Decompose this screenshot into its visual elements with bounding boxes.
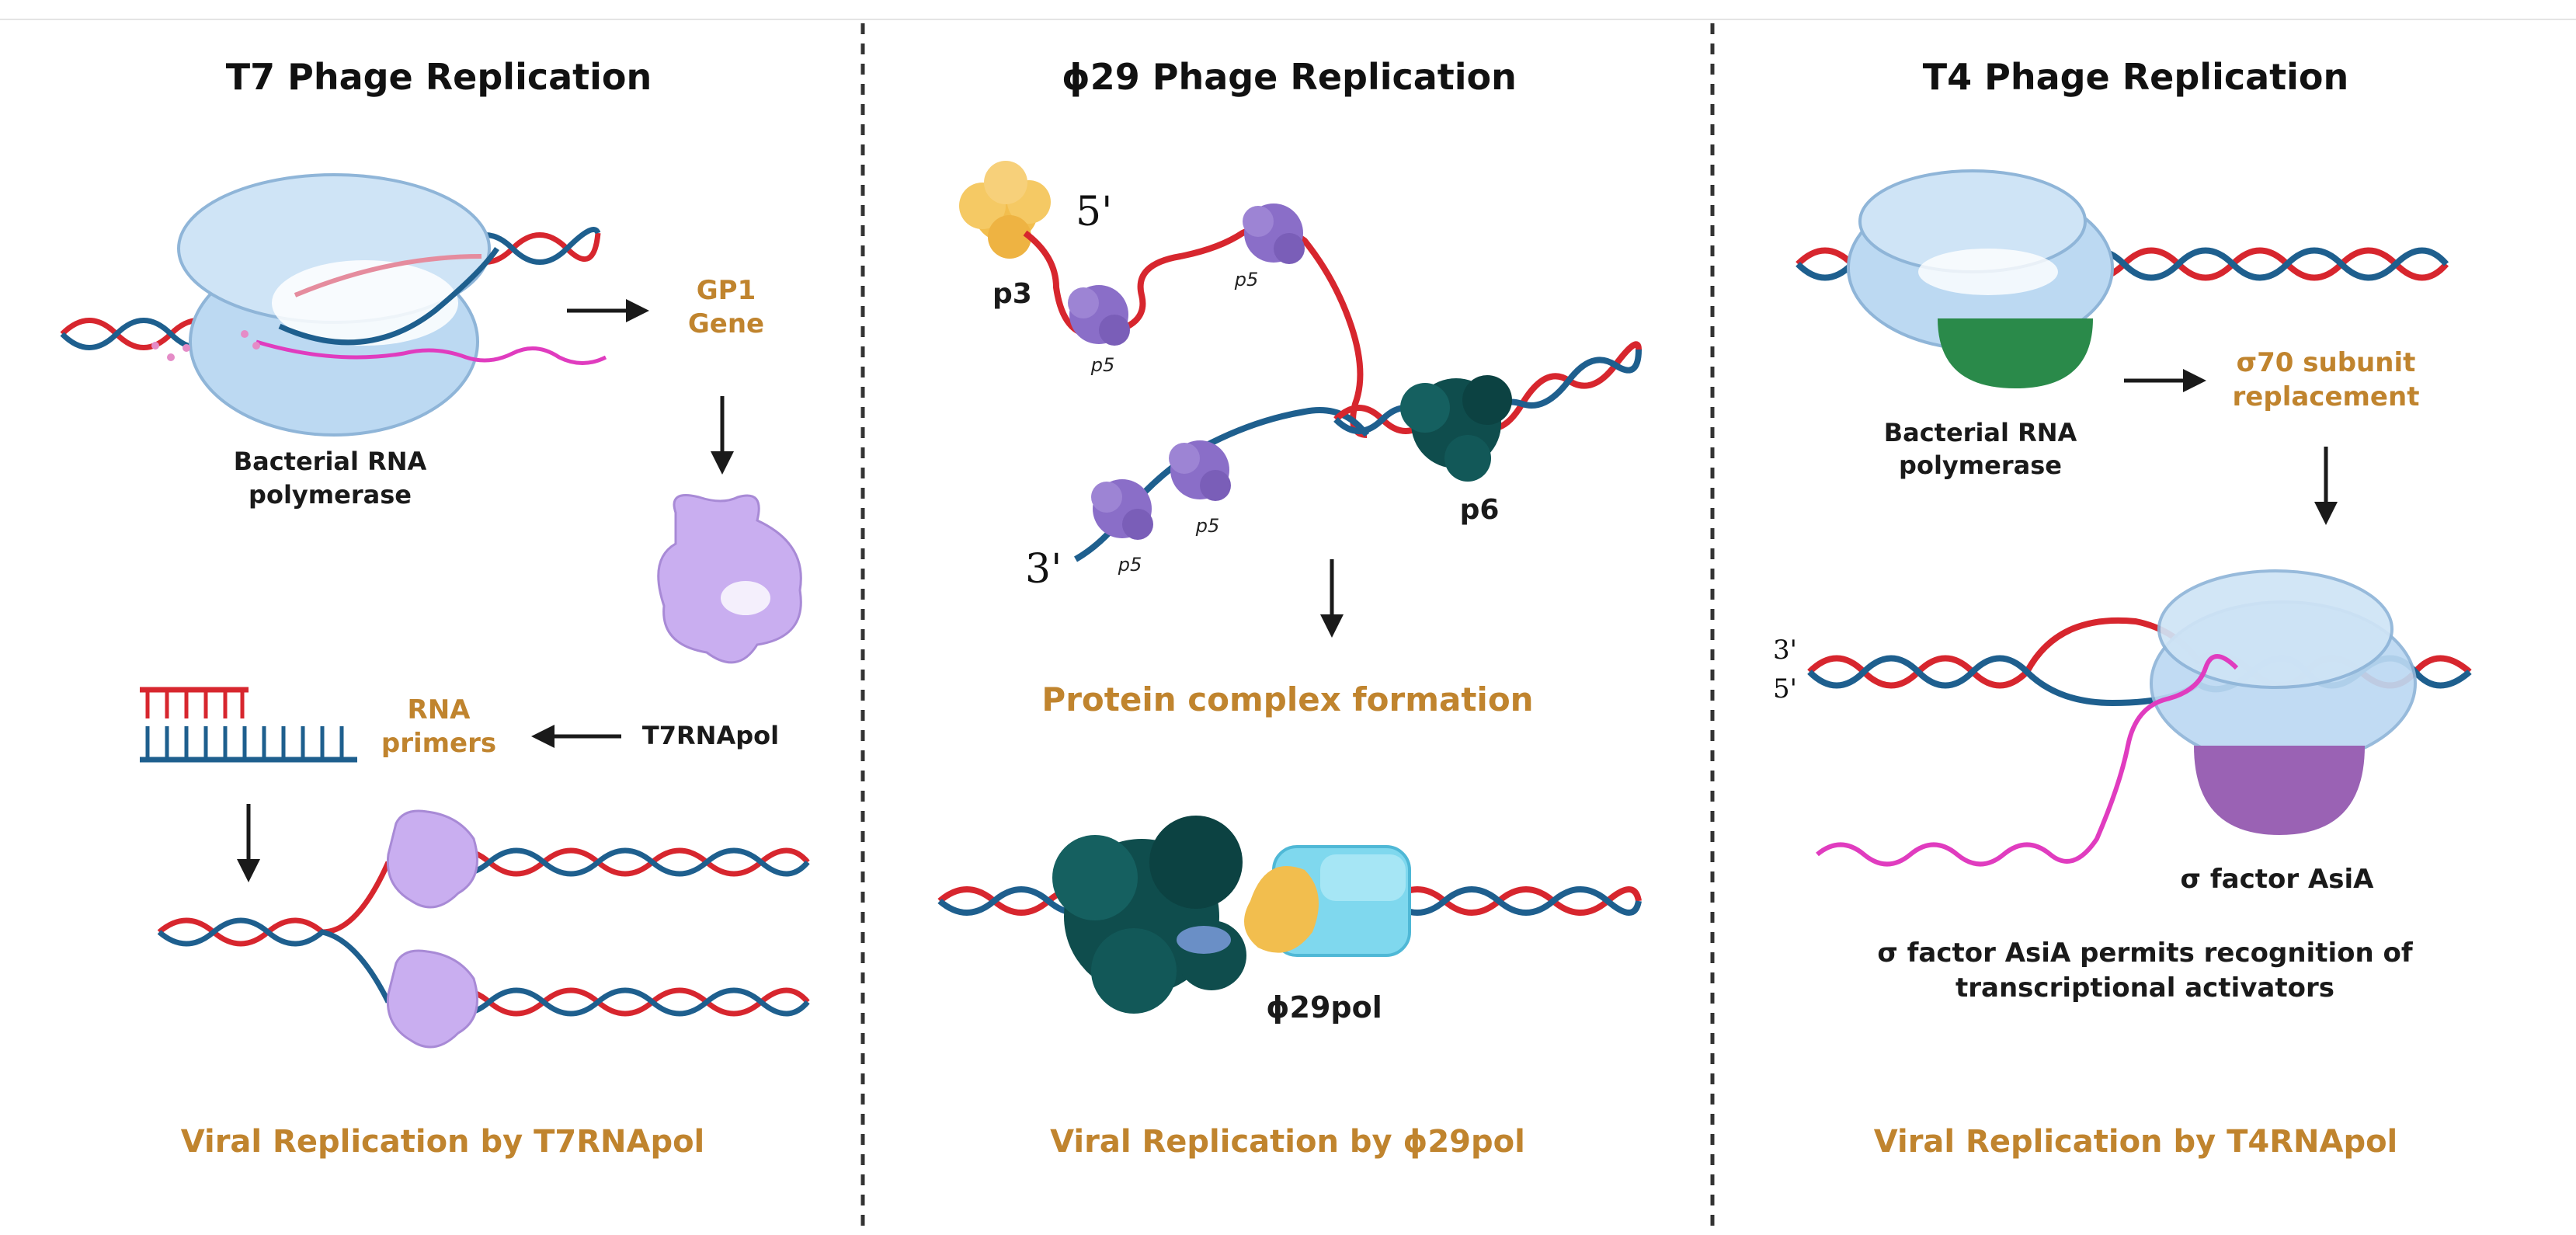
primers-label-line1: RNA — [408, 694, 471, 725]
five-prime-label: 5' — [1076, 189, 1112, 235]
bacterial-rna-polymerase-t7 — [177, 173, 499, 437]
p5-protein-icon — [1169, 440, 1231, 501]
three-prime-label: 3' — [1773, 635, 1797, 666]
p5-label: p5 — [1234, 269, 1259, 290]
p5-protein-icon — [1068, 285, 1130, 346]
panel-title: ϕ29 Phage Replication — [1062, 56, 1517, 98]
p3-label: p3 — [993, 278, 1032, 310]
sigma-label-line2: replacement — [2233, 381, 2420, 412]
p5-label: p5 — [1195, 515, 1220, 537]
note-line2: transcriptional activators — [1955, 972, 2334, 1004]
rna-primers-icon — [140, 687, 357, 763]
p6-label: p6 — [1460, 494, 1500, 526]
complex-label: Protein complex formation — [1041, 680, 1533, 718]
rna-transcript-t4 — [1816, 654, 2239, 867]
panel-phi29: ϕ29 Phage Replication 5' p3 p5 p5 — [937, 56, 1642, 1160]
p5-protein-icon — [1091, 479, 1153, 540]
panel-title: T7 Phage Replication — [226, 56, 652, 98]
panel-t4: T4 Phage Replication Bacterial RNA polym… — [1773, 56, 2472, 1160]
polymerase-label-line1: Bacterial RNA — [1884, 418, 2077, 447]
three-prime-label: 3' — [1025, 546, 1062, 593]
t4-rna-polymerase-complex — [2150, 569, 2417, 835]
panel-footer: Viral Replication by T7RNApol — [181, 1124, 705, 1160]
panel-title: T4 Phage Replication — [1923, 56, 2349, 98]
t7rnapol-label: T7RNApol — [642, 721, 779, 750]
polymerase-label-line1: Bacterial RNA — [234, 447, 427, 476]
polymerase-label-line2: polymerase — [249, 480, 412, 510]
primers-label-line2: primers — [381, 728, 496, 759]
five-prime-label: 5' — [1773, 673, 1797, 704]
phi29-polymerase-complex — [937, 816, 1642, 1014]
sigma-label-line1: σ70 subunit — [2237, 347, 2416, 378]
p6-protein-icon — [1400, 375, 1512, 482]
nucleotide-dots — [151, 330, 260, 361]
polymerase-label-line2: polymerase — [1899, 451, 2062, 480]
panel-t7: T7 Phage Replication Bacterial RNA polym… — [60, 56, 810, 1160]
replication-fork-t7 — [157, 809, 810, 1049]
rna-transcript-t7 — [256, 339, 607, 365]
p5-label: p5 — [1090, 354, 1115, 376]
asia-label: σ factor AsiA — [2181, 864, 2375, 895]
asia-factor-icon — [2194, 746, 2365, 835]
note-line1: σ factor AsiA permits recognition of — [1877, 938, 2414, 969]
phi29pol-label: ϕ29pol — [1266, 990, 1382, 1025]
panel-footer: Viral Replication by ϕ29pol — [1050, 1124, 1525, 1160]
sigma70-subunit-icon — [1938, 318, 2093, 388]
p5-protein-icon — [1243, 204, 1305, 264]
bacterial-rna-polymerase-t4 — [1847, 169, 2114, 388]
ssdna-red-strand — [1023, 224, 1368, 438]
panel-footer: Viral Replication by T4RNApol — [1874, 1124, 2398, 1160]
p5-label: p5 — [1118, 554, 1142, 576]
gene-label-line2: Gene — [688, 308, 764, 339]
t7-rna-polymerase-icon — [657, 494, 802, 664]
p3-protein-icon — [959, 161, 1051, 259]
gene-label-line1: GP1 — [697, 275, 756, 306]
